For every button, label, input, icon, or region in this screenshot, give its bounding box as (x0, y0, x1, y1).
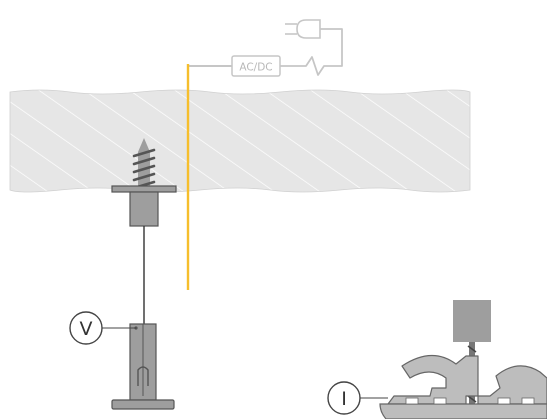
power-plug-icon (285, 19, 321, 39)
aluminium-profile (379, 354, 547, 419)
wire-gripper (111, 323, 175, 410)
ceiling-fixing (111, 185, 177, 227)
marker-i: I (327, 381, 388, 415)
marker-v: V (69, 311, 136, 345)
mains-cable (280, 28, 343, 76)
screw-icon (132, 138, 156, 198)
adapter-label: AC/DC (239, 62, 272, 74)
ceiling-slab (9, 89, 471, 193)
marker-i-label: I (341, 388, 347, 410)
power-supply: AC/DC (187, 19, 343, 290)
marker-v-label: V (80, 318, 93, 340)
